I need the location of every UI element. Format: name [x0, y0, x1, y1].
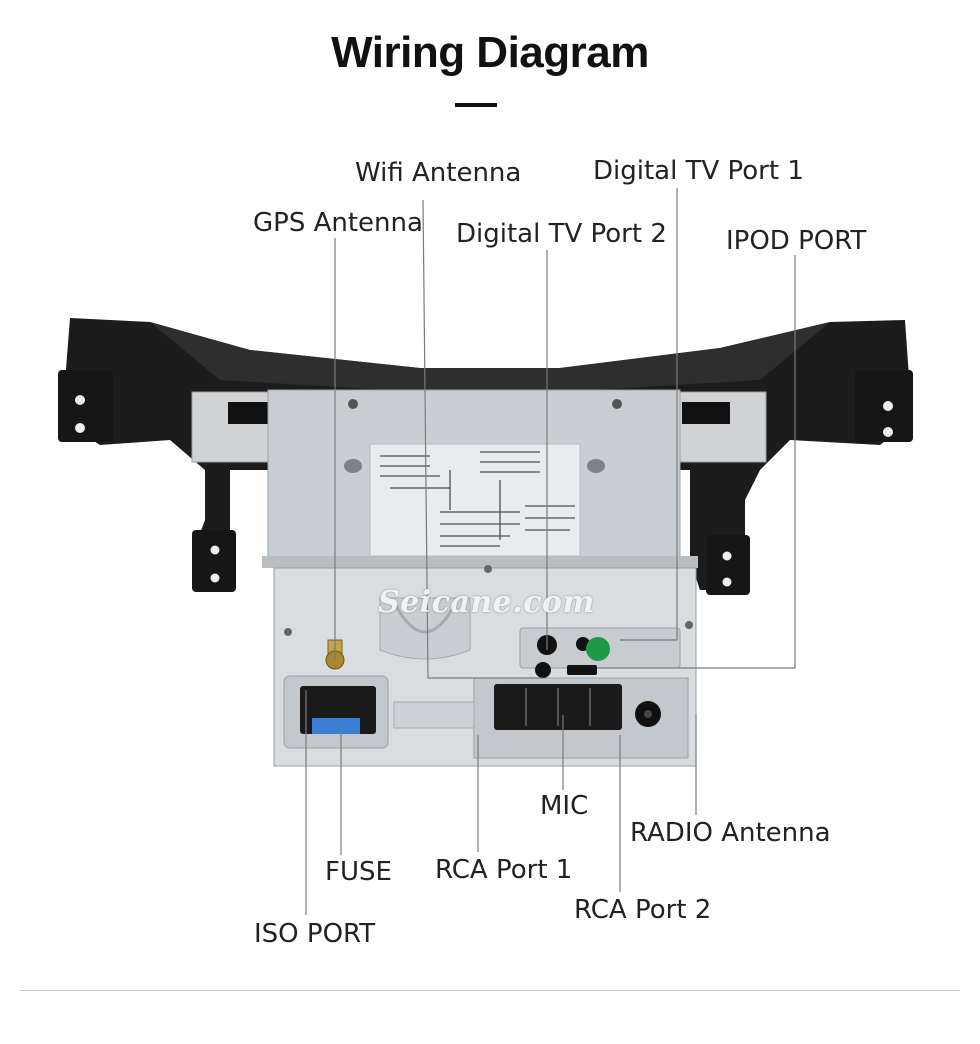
watermark: Seicane.com [378, 585, 595, 620]
label-radio-antenna: RADIO Antenna [630, 818, 831, 848]
label-mic: MIC [540, 791, 589, 821]
iso-port-connector [300, 686, 376, 734]
label-digital-tv-port-1: Digital TV Port 1 [593, 156, 804, 186]
rca-port-connector [494, 684, 622, 730]
radio-antenna-jack [635, 701, 661, 727]
page-title: Wiring Diagram [331, 28, 649, 77]
label-digital-tv-port-2: Digital TV Port 2 [456, 219, 667, 249]
ipod-port-jack [567, 665, 597, 675]
label-rca-port-1: RCA Port 1 [435, 855, 573, 885]
title-underline [455, 103, 497, 107]
digital-tv-port-1-jack [576, 637, 610, 661]
callout-lines [305, 188, 796, 915]
label-wifi-antenna: Wifi Antenna [355, 158, 522, 188]
chassis-top [267, 389, 681, 559]
label-ipod-port: IPOD PORT [726, 226, 867, 256]
label-fuse: FUSE [325, 857, 392, 887]
bottom-divider [20, 990, 960, 991]
fuse-block [312, 718, 360, 734]
label-iso-port: ISO PORT [254, 919, 376, 949]
label-gps-antenna: GPS Antenna [253, 208, 423, 238]
wifi-jack [535, 662, 551, 678]
label-rca-port-2: RCA Port 2 [574, 895, 712, 925]
